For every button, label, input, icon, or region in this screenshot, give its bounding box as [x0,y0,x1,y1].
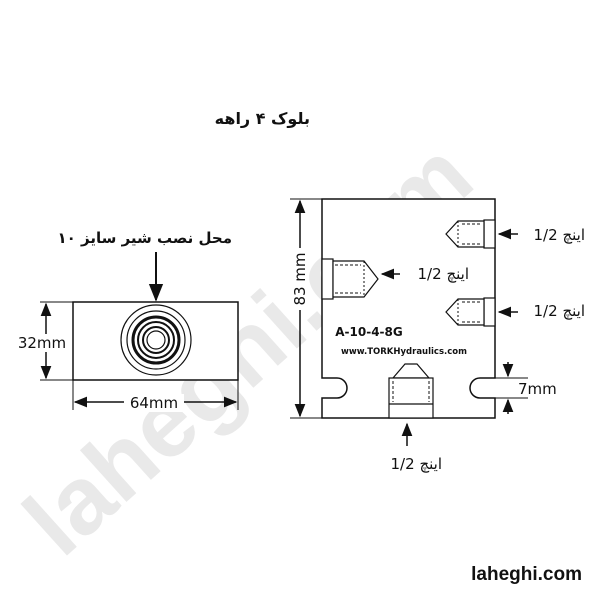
width-dimension-label: 64mm [130,394,178,412]
valve-mount-label: محل نصب شیر سایز ۱۰ [57,229,232,247]
front-view: 83 mm [290,198,585,473]
page-title: بلوک ۴ راهه [215,109,310,128]
side-view: محل نصب شیر سایز ۱۰ 32mm 64mm [14,229,239,412]
block-height-label: 83 mm [291,252,309,305]
block-model-label: A-10-4-8G [335,325,402,339]
port-c-label: 1/2 اینچ [534,302,585,320]
valve-port-icon [120,304,192,376]
fitting-port-bottom-icon [388,363,434,419]
port-bottom-label: 1/2 اینچ [391,455,442,473]
block-body [321,198,496,419]
port-a-label: 1/2 اینچ [534,226,585,244]
height-dimension-label: 32mm [18,334,66,352]
slot-dimension-label: 7mm [518,380,557,398]
port-b-label: 1/2 اینچ [418,265,469,283]
fitting-port-a-icon [445,219,496,249]
fitting-port-b-icon [321,258,379,300]
fitting-port-c-icon [445,297,496,327]
footer-site-label: laheghi.com [471,564,582,585]
block-url-label: www.TORKHydraulics.com [341,347,467,357]
